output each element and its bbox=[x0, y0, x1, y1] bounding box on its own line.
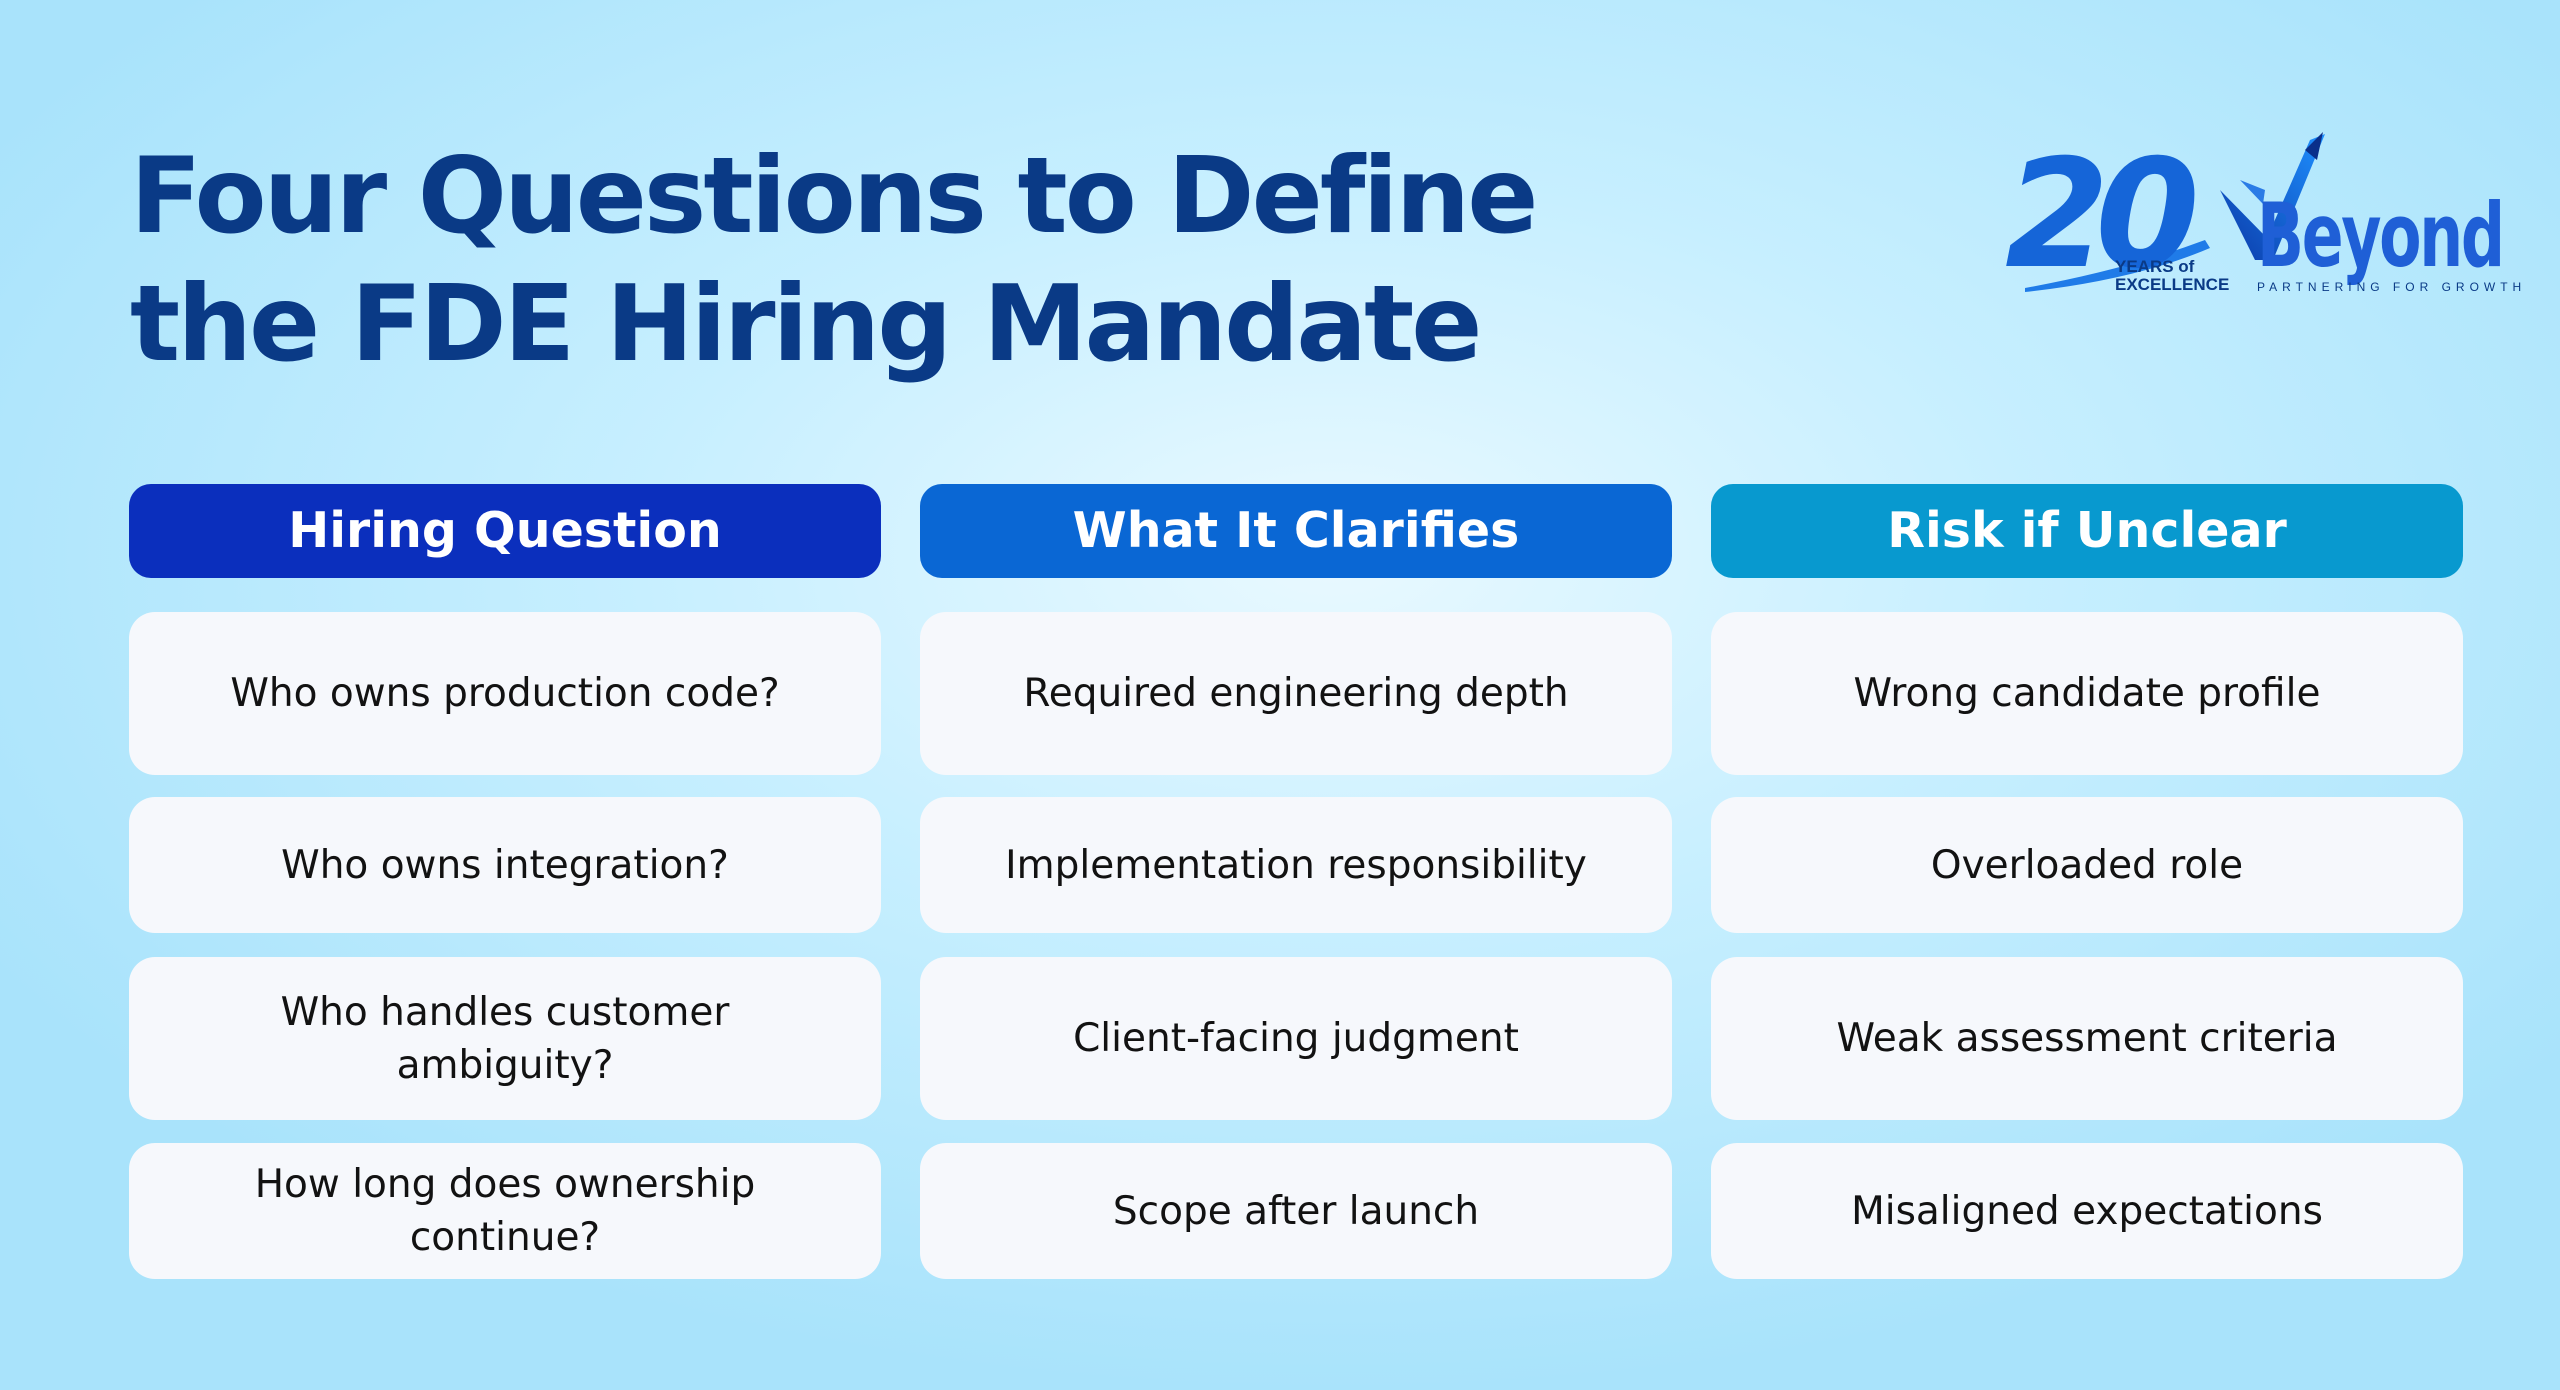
table-cell: Overloaded role bbox=[1711, 797, 2463, 933]
column-header-3: Risk if Unclear bbox=[1711, 484, 2463, 578]
page-title: Four Questions to Define the FDE Hiring … bbox=[130, 132, 1538, 388]
logo-swoosh-icon bbox=[2025, 132, 2325, 292]
column-header-1: Hiring Question bbox=[129, 484, 881, 578]
table-cell: Misaligned expectations bbox=[1711, 1143, 2463, 1279]
table-cell: Who owns production code? bbox=[129, 612, 881, 775]
company-logo: 20 YEARS of EXCELLENCE Beyond PARTNERING… bbox=[2005, 120, 2521, 302]
column-header-2: What It Clarifies bbox=[920, 484, 1672, 578]
table-cell: Required engineering depth bbox=[920, 612, 1672, 775]
logo-number: 20 bbox=[2005, 128, 2200, 302]
logo-tagline: PARTNERING FOR GROWTH bbox=[2257, 280, 2527, 294]
table-cell: Wrong candidate profile bbox=[1711, 612, 2463, 775]
table-cell: Implementation responsibility bbox=[920, 797, 1672, 933]
table-cell: Client-facing judgment bbox=[920, 957, 1672, 1120]
table-cell: Who owns integration? bbox=[129, 797, 881, 933]
title-line-2: the FDE Hiring Mandate bbox=[130, 263, 1483, 385]
logo-years: YEARS of EXCELLENCE bbox=[2115, 257, 2230, 294]
table-cell: Who handles customer ambiguity? bbox=[129, 957, 881, 1120]
table-cell: Scope after launch bbox=[920, 1143, 1672, 1279]
table-cell: How long does ownership continue? bbox=[129, 1143, 881, 1279]
table-cell: Weak assessment criteria bbox=[1711, 957, 2463, 1120]
title-line-1: Four Questions to Define bbox=[130, 135, 1538, 257]
logo-brand: Beyond bbox=[2257, 184, 2505, 287]
